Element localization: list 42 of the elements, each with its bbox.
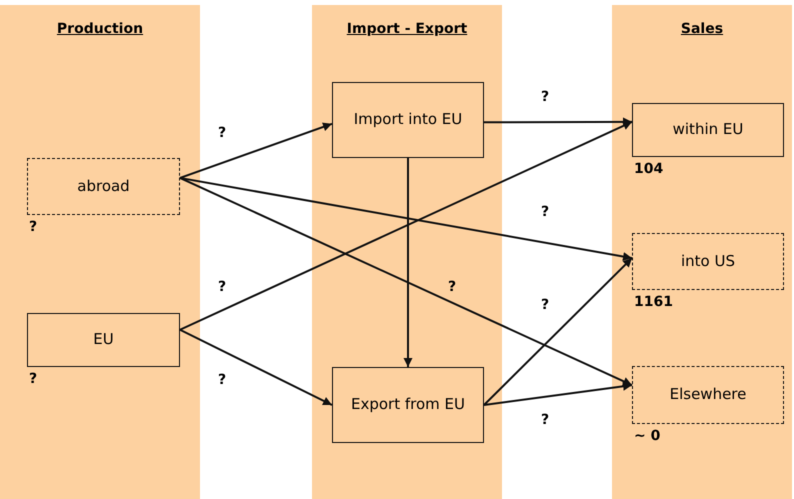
value-label: 104 bbox=[634, 161, 664, 177]
column-band bbox=[0, 5, 200, 499]
box-label: Export from EU bbox=[350, 394, 466, 416]
box-label: EU bbox=[92, 329, 115, 350]
arrow bbox=[484, 382, 632, 406]
box-label: Elsewhere bbox=[668, 384, 748, 406]
process-box bbox=[632, 366, 784, 424]
value-label: ~ 0 bbox=[634, 428, 660, 444]
edge-label: ? bbox=[218, 279, 226, 295]
arrow bbox=[180, 177, 632, 386]
edge-label: ? bbox=[218, 372, 226, 388]
process-box bbox=[632, 103, 784, 157]
arrow bbox=[180, 328, 332, 406]
value-label: 1161 bbox=[634, 294, 673, 310]
box-label: abroad bbox=[76, 176, 131, 197]
process-box bbox=[632, 233, 784, 290]
arrow bbox=[180, 122, 332, 179]
column-heading: Import - Export bbox=[346, 21, 468, 37]
arrow bbox=[484, 117, 632, 126]
process-box bbox=[27, 313, 180, 367]
edge-label: ? bbox=[540, 89, 550, 105]
process-box bbox=[332, 367, 484, 443]
column-band bbox=[612, 5, 792, 499]
column-heading: Sales bbox=[680, 21, 724, 37]
edge-label: ? bbox=[540, 412, 550, 428]
arrow bbox=[483, 257, 633, 406]
box-label: Import into EU bbox=[352, 109, 464, 130]
arrow bbox=[180, 121, 632, 331]
arrow bbox=[180, 176, 632, 261]
column-heading: Production bbox=[56, 21, 144, 37]
value-label: ? bbox=[29, 371, 38, 387]
arrow bbox=[404, 158, 412, 367]
edge-label: ? bbox=[540, 204, 550, 220]
column-band bbox=[312, 5, 502, 499]
value-label: ? bbox=[29, 219, 38, 235]
edge-label: ? bbox=[218, 125, 226, 141]
edge-label: ? bbox=[540, 297, 550, 313]
box-label: within EU bbox=[672, 119, 744, 140]
edge-label: ? bbox=[448, 279, 456, 295]
process-box bbox=[27, 158, 180, 215]
box-label: into US bbox=[680, 250, 736, 272]
process-box bbox=[332, 82, 484, 158]
